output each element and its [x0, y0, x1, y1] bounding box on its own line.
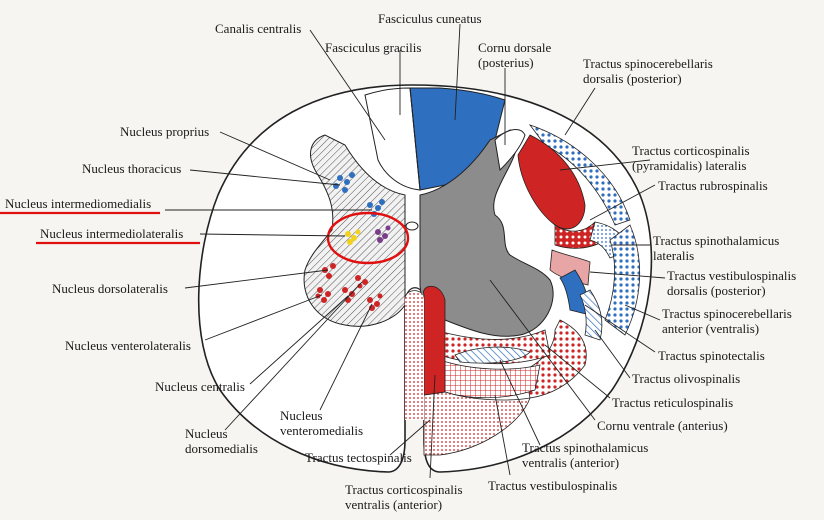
label-t-spinothalamicus-ventr-2: ventralis (anterior) [522, 455, 619, 470]
label-t-corticospinalis-ventr-2: ventralis (anterior) [345, 497, 442, 512]
label-nucleus-intermediomedialis: Nucleus intermediomedialis [5, 196, 151, 211]
label-t-corticospinalis-lat: Tractus corticospinalis [632, 143, 750, 158]
label-t-spinocerebellaris-ant-2: anterior (ventralis) [662, 321, 759, 336]
label-t-tectospinalis: Tractus tectospinalis [305, 450, 412, 465]
label-t-vestibulospinalis-dors-2: dorsalis (posterior) [667, 283, 766, 298]
label-t-vestibulospinalis: Tractus vestibulospinalis [488, 478, 617, 493]
label-t-corticospinalis-ventr: Tractus corticospinalis [345, 482, 463, 497]
label-t-spinothalamicus-lat-2: lateralis [653, 248, 694, 263]
label-nucleus-centralis: Nucleus centralis [155, 379, 245, 394]
canalis-centralis-shape [405, 221, 419, 231]
label-t-spinotectalis: Tractus spinotectalis [658, 348, 765, 363]
label-t-spinocerebellaris-dorsalis-2: dorsalis (posterior) [583, 71, 682, 86]
spinocerebellaris-dorsalis-region [528, 124, 631, 226]
label-nucleus-dorsomedialis-2: dorsomedialis [185, 441, 258, 456]
spinotectalis-region [559, 269, 591, 316]
label-nucleus-intermediolateralis: Nucleus intermediolateralis [40, 226, 183, 241]
label-nucleus-proprius: Nucleus proprius [120, 124, 209, 139]
olivospinalis-region [579, 289, 603, 341]
nucleus-intermediolateralis-cluster [345, 225, 391, 245]
label-nucleus-dorsolateralis: Nucleus dorsolateralis [52, 281, 168, 296]
label-t-spinocerebellaris-dorsalis: Tractus spinocerebellaris [583, 56, 713, 71]
label-t-rubrospinalis: Tractus rubrospinalis [658, 178, 768, 193]
highlight-ellipse [326, 211, 410, 265]
corticospinalis-ventralis-region [423, 285, 446, 396]
label-t-reticulospinalis: Tractus reticulospinalis [612, 395, 733, 410]
spinothalamicus-ventralis-region [454, 346, 531, 364]
label-nucleus-thoracicus: Nucleus thoracicus [82, 161, 181, 176]
label-nucleus-venteromedialis-2: venteromedialis [280, 423, 363, 438]
label-t-olivospinalis: Tractus olivospinalis [632, 371, 740, 386]
label-t-vestibulospinalis-dors: Tractus vestibulospinalis [667, 268, 796, 283]
label-t-corticospinalis-lat-2: (pyramidalis) lateralis [632, 158, 746, 173]
label-canalis-centralis: Canalis centralis [215, 21, 301, 36]
corticospinalis-lateralis-region [517, 134, 586, 230]
nucleus-venterolateralis-cluster [315, 287, 331, 303]
label-t-spinothalamicus-lat: Tractus spinothalamicus [653, 233, 779, 248]
label-t-spinothalamicus-ventr: Tractus spinothalamicus [522, 440, 648, 455]
diagram-labels: Canalis centralis Fasciculus cuneatus Fa… [5, 11, 796, 512]
nucleus-centralis-cluster [342, 287, 355, 303]
label-t-spinocerebellaris-ant: Tractus spinocerebellaris [662, 306, 792, 321]
label-nucleus-dorsomedialis: Nucleus [185, 426, 228, 441]
label-nucleus-venteromedialis: Nucleus [280, 408, 323, 423]
label-cornu-ventrale: Cornu ventrale (anterius) [597, 418, 728, 433]
nucleus-dorsomedialis-cluster [355, 275, 368, 289]
label-fasciculus-cuneatus: Fasciculus cuneatus [378, 11, 482, 26]
nucleus-venteromedialis-cluster [367, 293, 383, 311]
corticospinalis-ventralis-dots [405, 291, 424, 420]
label-cornu-dorsale-2: (posterius) [478, 55, 534, 70]
vestibulospinalis-dorsalis-region [549, 249, 591, 286]
leader-lines [165, 23, 666, 479]
label-nucleus-venterolateralis: Nucleus venterolateralis [65, 338, 191, 353]
vestibulospinalis-region [439, 359, 541, 399]
label-fasciculus-gracilis: Fasciculus gracilis [325, 40, 421, 55]
label-cornu-dorsale: Cornu dorsale [478, 40, 552, 55]
tectospinalis-region [423, 391, 531, 456]
